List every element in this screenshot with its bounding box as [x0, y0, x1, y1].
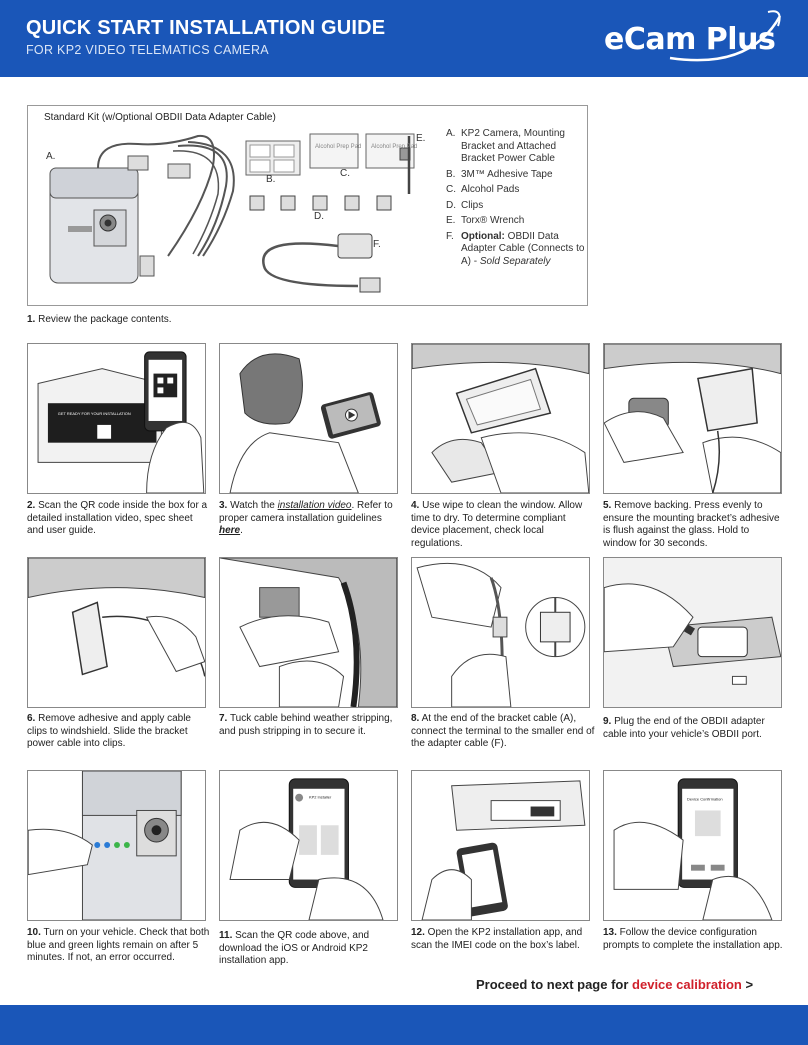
logo-text: eCam Plus	[604, 22, 776, 57]
kit-item-a: A.KP2 Camera, Mounting Bracket and Attac…	[446, 128, 565, 164]
kit-letter-f: F.	[373, 239, 381, 250]
step-12-caption: 12. Open the KP2 installation app, and s…	[411, 927, 583, 951]
step-2-illustration: GET READY FOR YOUR INSTALLATION	[27, 343, 206, 494]
device-confirm-text: Device Confirmation	[687, 797, 722, 802]
kit-item-e: E.Torx® Wrench	[446, 215, 525, 226]
step-3-caption: 3. Watch the installation video. Refer t…	[219, 500, 393, 536]
step-9-caption: 9. Plug the end of the OBDII adapter cab…	[603, 716, 765, 740]
step-4-illustration	[411, 343, 590, 494]
proceed-next-page: Proceed to next page for device calibrat…	[476, 977, 754, 992]
step-5-caption: 5. Remove backing. Press evenly to ensur…	[603, 500, 780, 549]
step-7-caption: 7. Tuck cable behind weather stripping, …	[219, 713, 393, 737]
kit-letter-a: A.	[46, 151, 56, 162]
page-title: QUICK START INSTALLATION GUIDE	[26, 17, 386, 39]
step-7-illustration	[219, 557, 398, 708]
step-10-caption: 10. Turn on your vehicle. Check that bot…	[27, 927, 210, 963]
step-5-illustration	[603, 343, 782, 494]
step-11-illustration: KP2 Installer	[219, 770, 398, 921]
kit-illustration	[49, 133, 415, 293]
step-10-illustration	[27, 770, 206, 921]
step-8-illustration	[411, 557, 590, 708]
kit-letter-b: B.	[266, 174, 276, 185]
step-2-caption: 2. Scan the QR code inside the box for a…	[27, 500, 208, 536]
logo-swoosh-icon	[669, 10, 782, 62]
box-banner-text: GET READY FOR YOUR INSTALLATION	[58, 411, 131, 416]
step-6-illustration	[27, 557, 206, 708]
page-subtitle: FOR KP2 VIDEO TELEMATICS CAMERA	[26, 43, 269, 57]
step-1-caption: 1. Review the package contents.	[27, 314, 172, 325]
kit-item-b: B.3M™ Adhesive Tape	[446, 168, 553, 180]
step-9-illustration	[603, 557, 782, 708]
step-11-caption: 11. Scan the QR code above, and download…	[219, 930, 370, 966]
step-13-caption: 13. Follow the device configuration prom…	[603, 927, 783, 951]
step-13-illustration: Device Confirmation	[603, 770, 782, 921]
step-8-caption: 8. At the end of the bracket cable (A), …	[411, 713, 595, 749]
step-3-illustration	[219, 343, 398, 494]
standard-kit-box: Standard Kit (w/Optional OBDII Data Adap…	[27, 105, 588, 306]
guidelines-here-link[interactable]: here	[219, 525, 241, 536]
kit-item-list: A.KP2 Camera, Mounting Bracket and Attac…	[446, 128, 586, 271]
kit-letter-d: D.	[314, 211, 324, 222]
ecam-plus-logo: eCam Plus	[600, 8, 790, 70]
header-bar: QUICK START INSTALLATION GUIDE FOR KP2 V…	[0, 0, 808, 77]
step-6-caption: 6. Remove adhesive and apply cable clips…	[27, 713, 191, 749]
kit-item-d: D.Clips	[446, 199, 484, 211]
kit-item-c: C.Alcohol Pads	[446, 184, 520, 195]
pad-label-2: Alcohol Prep Pad	[371, 144, 418, 150]
step-4-caption: 4. Use wipe to clean the window. Allow t…	[411, 500, 583, 549]
installation-video-link[interactable]: installation video	[277, 500, 352, 511]
step-12-illustration	[411, 770, 590, 921]
app-title-text: KP2 Installer	[309, 795, 332, 800]
kit-letter-c: C.	[340, 168, 350, 179]
kit-item-f: F.Optional: OBDII Data Adapter Cable (Co…	[446, 230, 585, 267]
device-calibration-link[interactable]: device calibration	[632, 977, 742, 992]
footer-bar	[0, 1005, 808, 1045]
pad-label-1: Alcohol Prep Pad	[315, 144, 362, 150]
kit-title: Standard Kit (w/Optional OBDII Data Adap…	[44, 112, 276, 123]
kit-letter-e: E.	[416, 133, 426, 144]
